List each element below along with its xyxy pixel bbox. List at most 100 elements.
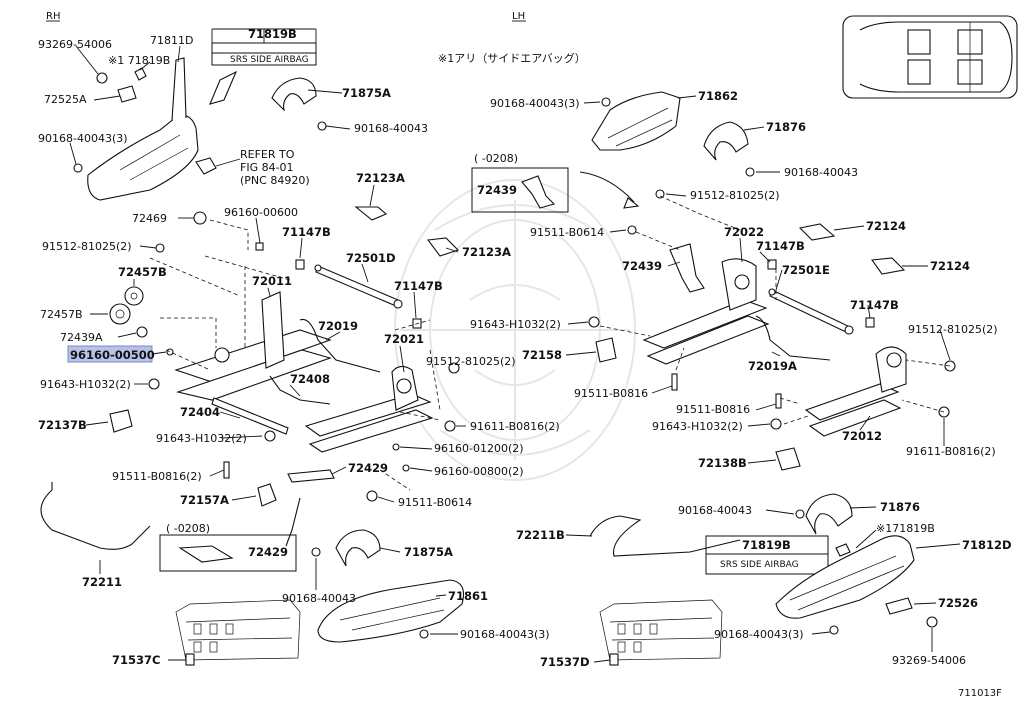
screw-90168-rh-top [317,121,327,131]
refer-line-1: REFER TO [240,148,295,161]
cover-71875A-top [271,77,317,112]
arrow-icon [209,70,238,105]
part-label: 93269-54006 [892,654,966,667]
bracket-72439 [669,243,705,293]
bolt-91511-B0816-rh [223,461,230,479]
part-label: 91512-81025(2) [908,323,998,336]
bolt-91643-rh-2 [264,430,276,442]
part-label: 72525A [44,93,87,106]
part-label: 91643-H1032(2) [470,318,561,331]
arrow-curve [579,171,635,203]
lh-label: LH [512,11,525,22]
refer-line-3: (PNC 84920) [240,174,310,187]
screw-93269-rh [96,72,108,84]
clip-72124-1 [798,223,836,241]
part-label: 72157A [180,493,229,507]
part-label: 71875A [404,545,453,559]
bar-end-lh-1 [768,288,776,296]
link-72408 [269,375,331,405]
washer-72439A [136,326,148,338]
bolt-91643-lh [588,316,600,328]
date-part-72429: 72429 [248,545,288,559]
wire-72019A [755,315,831,361]
cap-71537C [185,653,195,666]
part-label: 72457B [118,265,167,279]
knob-72526 [885,597,913,615]
clip-96160-00800 [402,464,410,472]
part-label: 90168-40043 [282,592,356,605]
bar-end-rh-2 [393,299,403,309]
bolt-91511-B0614-rh [366,490,378,502]
part-label: 72469 [132,212,167,225]
cover-71861 [317,579,465,643]
screw-90168-71876 [745,167,755,177]
part-label: 71876 [766,120,806,134]
highlighted-part-label: 96160-00500 [70,348,155,362]
part-label: 72439 [622,259,662,273]
part-label: 96160-01200(2) [434,442,524,455]
srs-box-lh [705,535,829,575]
part-label: 72019 [318,319,358,333]
lower-rail-72022 [646,315,770,365]
part-label: 90168-40043 [354,122,428,135]
bracket-72429 [287,469,335,483]
part-label: 71861 [448,589,488,603]
clip-72123A-2 [426,237,460,257]
part-label: 72124 [930,259,970,273]
spring-72211 [40,489,151,550]
cushion-frame-lh [599,599,723,661]
cap-71537D [609,653,619,666]
nut-72469 [193,211,207,225]
pivot-72022 [734,274,750,290]
part-label: 72526 [938,596,978,610]
cap-72137B [109,409,133,433]
part-label: 72501E [782,263,830,277]
rh-label: RH [46,11,60,22]
bar-72404 [211,397,289,435]
part-label: 72022 [724,225,764,239]
date-box-72439 [471,167,569,213]
part-label: 72019A [748,359,797,373]
pad-71147B-rh-1 [295,259,305,270]
cap-72138B [775,447,801,471]
part-label: 71147B [850,298,899,312]
part-label: 90168-40043(3) [460,628,550,641]
part-label: 91643-H1032(2) [40,378,131,391]
screw-90168-lh-lower [829,625,839,635]
part-label: 72408 [290,372,330,386]
part-label: 91511-B0614 [398,496,472,509]
cover-71876-lower [805,493,853,535]
part-label: 71147B [756,239,805,253]
rod-rh [285,497,301,547]
part-label: 72138B [698,456,747,470]
part-label: 96160-00600 [224,206,298,219]
part-label: ※171819B [876,522,935,535]
arrow-head-icon [623,197,640,209]
clip-71819B-rh [134,67,147,81]
part-label: 71147B [282,225,331,239]
part-label: 96160-00800(2) [434,465,524,478]
part-label: 90168-40043(3) [38,132,128,145]
figure-code: 711013F [958,688,1002,699]
part-label: 72012 [842,429,882,443]
bar-end-lh-2 [844,325,854,335]
srs-text-lh: SRS SIDE AIRBAG [720,560,799,570]
screw-90168-lower [311,547,321,557]
part-label: 71862 [698,89,738,103]
bolt-91512-rh-2 [448,362,460,374]
screw-93269-lh [926,616,938,628]
part-label: 72011 [252,274,292,288]
cover-71862 [591,91,681,151]
part-label: 72211B [516,528,565,542]
pivot-72011 [214,347,230,363]
part-label: 91611-B0816(2) [906,445,996,458]
part-label: 91512-81025(2) [42,240,132,253]
part-label: 72211 [82,575,122,589]
part-label: 91512-81025(2) [426,355,516,368]
japanese-airbag-note: ※1アリ（サイドエアバッグ） [438,51,586,65]
rail-72022 [642,299,768,349]
cap-72157A [257,483,277,507]
screw-90168-71861 [419,629,429,639]
part-label: 72501D [346,251,396,265]
part-label: 90168-40043 [784,166,858,179]
